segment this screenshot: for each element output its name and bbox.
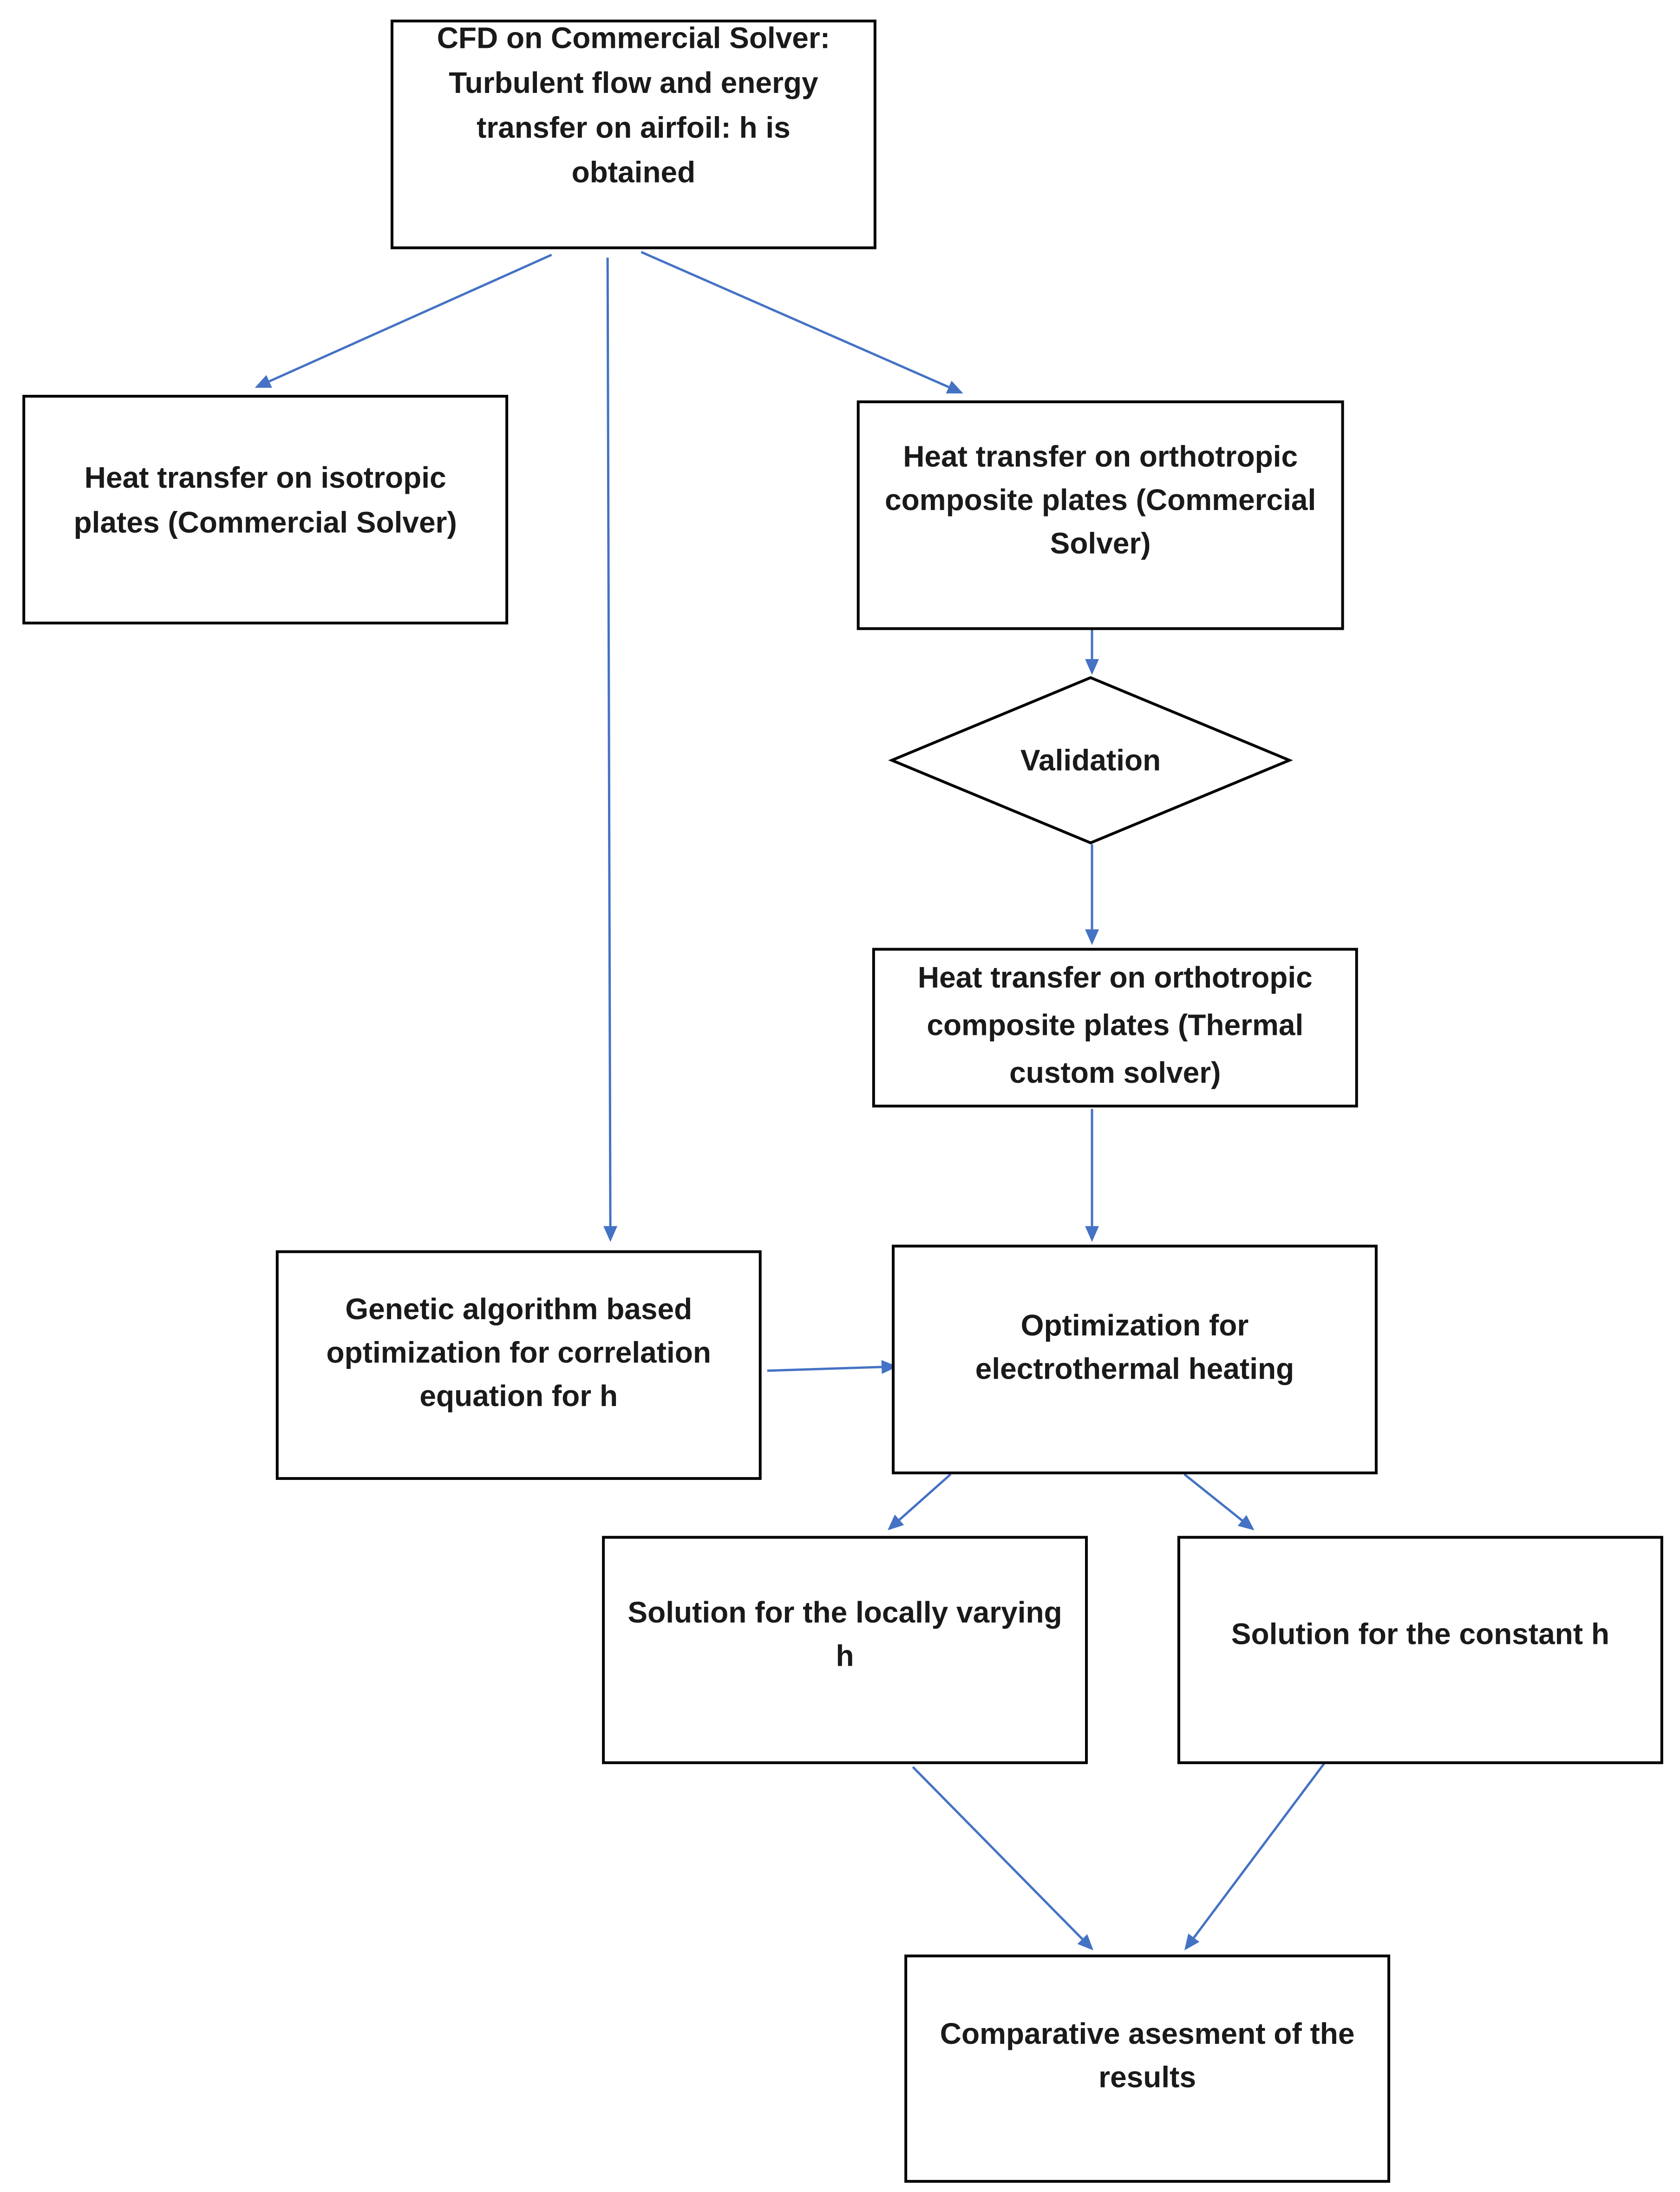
node-label-line: Solution for the constant h (1231, 1617, 1609, 1651)
arrow-ortho_thermal-to-optimization (1085, 1109, 1099, 1242)
node-label-line: Comparative asesment of the (940, 2017, 1355, 2050)
connector-arrows (255, 251, 1327, 1950)
node-box (856, 400, 1344, 630)
arrow-line (1183, 1473, 1243, 1522)
node-label-line: Solution for the locally varying (628, 1596, 1062, 1629)
arrow-cfd-to-genetic (603, 257, 618, 1242)
node-box (872, 948, 1358, 1108)
node-label-line: obtained (572, 156, 696, 189)
arrow-line (912, 1766, 1083, 1940)
node-label-line: equation for h (419, 1379, 618, 1413)
arrow-line (1193, 1760, 1327, 1939)
arrow-head (1085, 1226, 1099, 1242)
node-label-line: Turbulent flow and energy (449, 66, 818, 99)
arrow-locally_varying-to-comparative (912, 1766, 1094, 1950)
arrow-line (641, 251, 949, 388)
arrow-line (767, 1366, 882, 1372)
node-label-line: composite plates (Commercial (885, 483, 1316, 517)
arrow-head (255, 375, 272, 388)
arrow-cfd-to-isotropic (255, 254, 552, 388)
node-box (275, 1250, 762, 1480)
node-label-line: Heat transfer on orthotropic (918, 961, 1313, 994)
arrow-head (887, 1514, 904, 1531)
arrow-head (1085, 659, 1099, 675)
arrow-line (268, 254, 552, 383)
arrow-cfd-to-ortho_commercial (641, 251, 963, 394)
node-label-line: Genetic algorithm based (345, 1292, 692, 1326)
node-label-line: Heat transfer on isotropic (85, 461, 446, 494)
arrow-head (1184, 1933, 1200, 1950)
arrow-head (1237, 1515, 1255, 1531)
arrow-line (606, 257, 612, 1226)
node-label-line: results (1098, 2061, 1196, 2094)
node-isotropic: Heat transfer on isotropic plates (Commer… (22, 395, 509, 625)
arrow-validation-to-ortho_thermal (1085, 844, 1099, 945)
node-locally-varying: Solution for the locally varying h (602, 1536, 1088, 1764)
node-label-line: CFD on Commercial Solver: (437, 21, 830, 54)
arrow-head (881, 1360, 898, 1374)
node-genetic: Genetic algorithm based optimization for … (275, 1250, 762, 1480)
node-label-line: optimization for correlation (327, 1336, 711, 1369)
node-label-line: Optimization for (1021, 1309, 1249, 1342)
node-label-line: electrothermal heating (975, 1352, 1294, 1385)
arrow-genetic-to-optimization (767, 1360, 898, 1374)
decision-diamond (888, 676, 1293, 844)
arrow-head (946, 380, 963, 394)
node-box (1177, 1536, 1663, 1764)
node-box (892, 1244, 1378, 1474)
node-label-line: Heat transfer on orthotropic (903, 440, 1298, 473)
node-ortho-thermal: Heat transfer on orthotropic composite pl… (872, 948, 1358, 1108)
node-validation: Validation (888, 676, 1293, 844)
node-label-line: Validation (1020, 744, 1161, 777)
node-optimization: Optimization for electrothermal heating (892, 1244, 1378, 1474)
node-label-line: h (836, 1639, 854, 1672)
node-cfd: CFD on Commercial Solver: Turbulent flow … (390, 20, 876, 249)
node-comparative: Comparative asesment of the results (904, 1954, 1391, 2183)
arrow-head (1077, 1934, 1094, 1950)
node-label-line: transfer on airfoil: h is (477, 111, 791, 144)
node-box (22, 395, 509, 625)
node-box (904, 1954, 1391, 2183)
node-box (602, 1536, 1088, 1764)
node-ortho-commercial: Heat transfer on orthotropic composite pl… (856, 400, 1344, 630)
arrow-line (898, 1473, 952, 1521)
arrow-optimization-to-locally_varying (887, 1473, 952, 1531)
node-label-line: plates (Commercial Solver) (74, 505, 457, 539)
arrow-head (603, 1226, 618, 1242)
flowchart-nodes: CFD on Commercial Solver: Turbulent flow … (22, 20, 1663, 2183)
node-label-line: composite plates (Thermal (927, 1008, 1303, 1041)
arrow-constant_h-to-comparative (1184, 1760, 1327, 1950)
node-label-line: Solver) (1050, 526, 1151, 560)
node-label-line: custom solver) (1009, 1056, 1221, 1089)
arrow-ortho_commercial-to-validation (1085, 630, 1099, 675)
arrow-head (1085, 929, 1099, 945)
arrow-optimization-to-constant_h (1183, 1473, 1255, 1531)
node-box (390, 20, 876, 249)
node-constant-h: Solution for the constant h (1177, 1536, 1663, 1764)
